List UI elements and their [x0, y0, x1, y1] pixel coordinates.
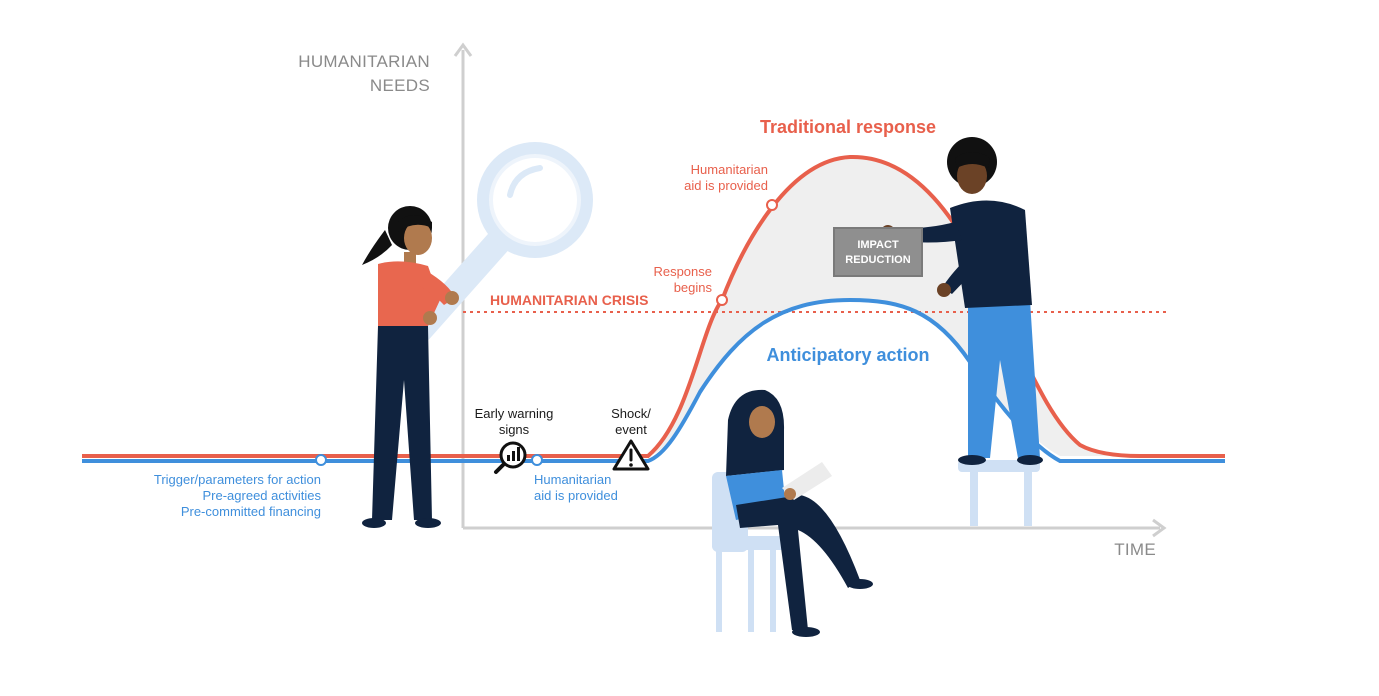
anticipatory-action-label: Anticipatory action — [766, 345, 929, 365]
trigger-line-1: Trigger/parameters for action — [154, 472, 321, 487]
trigger-line-3: Pre-committed financing — [181, 504, 321, 519]
shock-annotation: Shock/ event — [611, 406, 651, 471]
trigger-marker — [315, 454, 327, 466]
anticipatory-aid-line-1: Humanitarian — [534, 472, 611, 487]
man-holding-sign: IMPACT REDUCTION — [833, 137, 1043, 526]
response-begins-line-2: begins — [674, 280, 713, 295]
early-warning-line-1: Early warning — [475, 406, 554, 421]
impact-reduction-sign: IMPACT REDUCTION — [833, 227, 923, 277]
y-axis-label-line2: NEEDS — [370, 76, 430, 95]
sign-line-1: IMPACT — [857, 239, 899, 251]
y-axis-arrow — [453, 42, 473, 57]
impact-reduction-area — [648, 156, 1140, 456]
trigger-annotation: Trigger/parameters for action Pre-agreed… — [154, 472, 322, 519]
response-begins-line-1: Response — [653, 264, 712, 279]
anticipatory-aid-annotation: Humanitarian aid is provided — [534, 472, 618, 503]
warning-triangle-icon — [612, 439, 650, 471]
shock-line-2: event — [615, 422, 647, 437]
shock-line-1: Shock/ — [611, 406, 651, 421]
response-begins-annotation: Response begins — [653, 264, 712, 295]
trigger-line-2: Pre-agreed activities — [203, 488, 322, 503]
woman-with-magnifier — [362, 142, 593, 528]
anticipatory-action-curve — [82, 297, 1225, 463]
anticipatory-aid-line-2: aid is provided — [534, 488, 618, 503]
traditional-response-curve — [82, 154, 1225, 458]
traditional-aid-annotation: Humanitarian aid is provided — [684, 162, 768, 193]
early-warning-line-2: signs — [499, 422, 530, 437]
traditional-aid-line-1: Humanitarian — [691, 162, 768, 177]
x-axis-label: TIME — [1114, 540, 1156, 559]
early-warning-annotation: Early warning signs — [475, 406, 554, 474]
seated-woman-reading — [712, 389, 873, 637]
magnifier-chart-icon — [494, 441, 527, 474]
x-axis-arrow — [1152, 518, 1167, 538]
anticipatory-aid-marker — [531, 454, 543, 466]
sign-line-2: REDUCTION — [845, 254, 910, 266]
traditional-aid-marker — [766, 199, 778, 211]
traditional-response-label: Traditional response — [760, 117, 936, 137]
y-axis-label-line1: HUMANITARIAN — [298, 52, 430, 71]
crisis-threshold-label: HUMANITARIAN CRISIS — [490, 292, 648, 308]
traditional-aid-line-2: aid is provided — [684, 178, 768, 193]
response-begins-marker — [716, 294, 728, 306]
